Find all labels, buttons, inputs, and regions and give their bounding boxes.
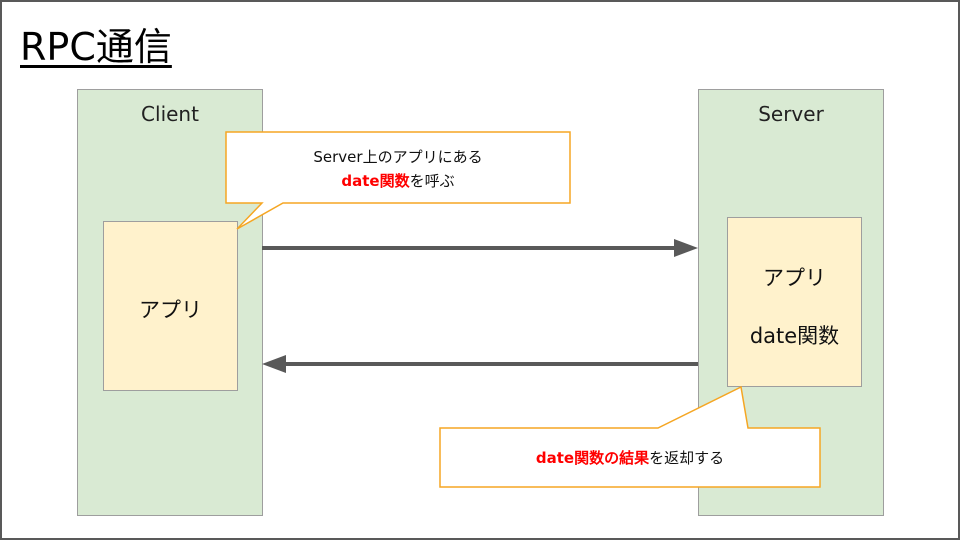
response-callout-shape [439,385,821,488]
request-callout-line2: date関数を呼ぶ [226,169,570,193]
request-callout-text: Server上のアプリにある date関数を呼ぶ [226,145,570,193]
server-app-box: アプリ date関数 [727,217,862,387]
server-app-label: アプリ [763,266,826,290]
request-arrowhead [674,239,698,257]
response-callout-text: date関数の結果を返却する [440,446,820,470]
server-label: Server [758,102,824,126]
response-arrowhead [262,355,286,373]
client-label: Client [141,102,199,126]
request-callout-rest: を呼ぶ [409,172,455,190]
response-callout-rest: を返却する [649,449,725,467]
server-func-label: date関数 [749,324,840,348]
slide-title: RPC通信 [20,25,172,69]
request-callout-highlight: date関数 [341,172,410,190]
client-app-box: アプリ [103,221,238,391]
response-callout-highlight: date関数の結果 [535,449,650,467]
request-callout-line1: Server上のアプリにある [313,148,483,166]
request-callout-shape [225,131,571,230]
client-app-label: アプリ [139,298,202,322]
